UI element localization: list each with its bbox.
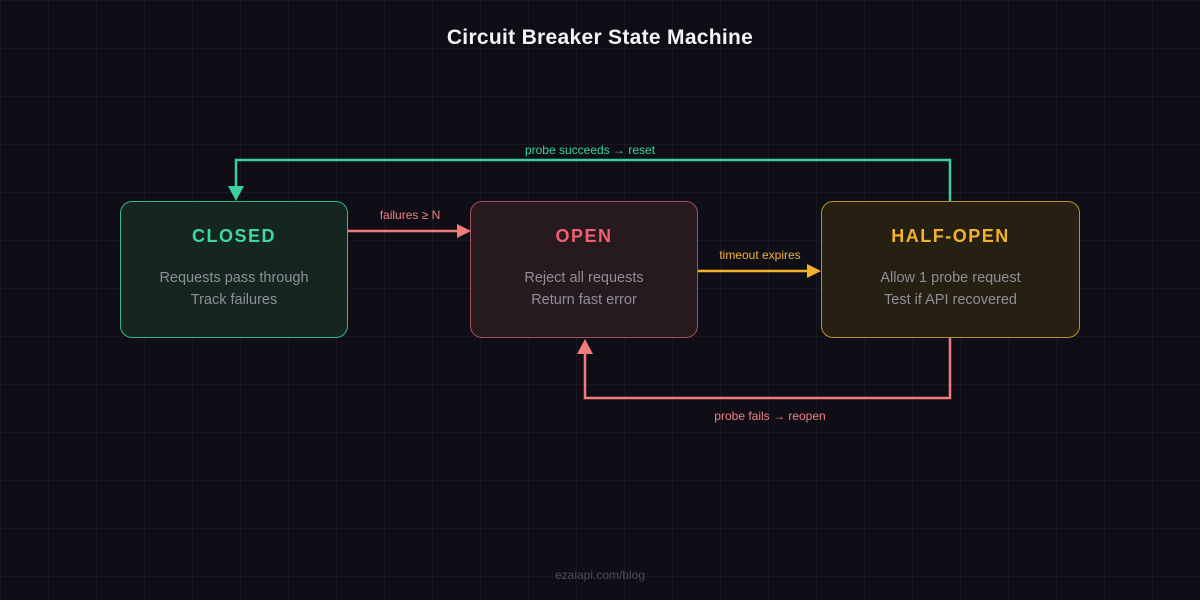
state-desc-line: Requests pass through	[159, 270, 309, 286]
transition-label-failures: failures ≥ N	[379, 208, 441, 222]
transition-label-timeout-expires: timeout expires	[719, 248, 801, 262]
edge-probe-succeeds	[234, 158, 952, 201]
state-title-open: OPEN	[555, 226, 613, 246]
state-title-closed: CLOSED	[191, 226, 276, 246]
state-desc-line: Test if API recovered	[884, 292, 1017, 308]
edge-probe-fails	[583, 338, 952, 400]
state-box-half-open: HALF-OPEN Allow 1 probe request Test if …	[821, 201, 1080, 338]
transition-label-probe-succeeds: probe succeeds → reset	[524, 143, 656, 157]
transition-label-probe-fails: probe fails → reopen	[714, 409, 826, 423]
state-box-closed: CLOSED Requests pass through Track failu…	[120, 201, 348, 338]
state-desc-line: Track failures	[190, 292, 278, 308]
arrowhead-right-icon	[457, 224, 471, 238]
arrowhead-up-icon	[577, 339, 593, 354]
arrowhead-right-icon	[807, 264, 821, 278]
state-desc-line: Allow 1 probe request	[880, 270, 1021, 286]
page-title: Circuit Breaker State Machine	[446, 26, 754, 49]
state-desc-line: Return fast error	[531, 292, 637, 308]
arrowhead-down-icon	[228, 186, 244, 201]
state-desc-line: Reject all requests	[524, 270, 644, 286]
state-title-half-open: HALF-OPEN	[891, 226, 1010, 246]
watermark-url: ezaiapi.com/blog	[554, 568, 646, 582]
state-box-open: OPEN Reject all requests Return fast err…	[470, 201, 698, 338]
